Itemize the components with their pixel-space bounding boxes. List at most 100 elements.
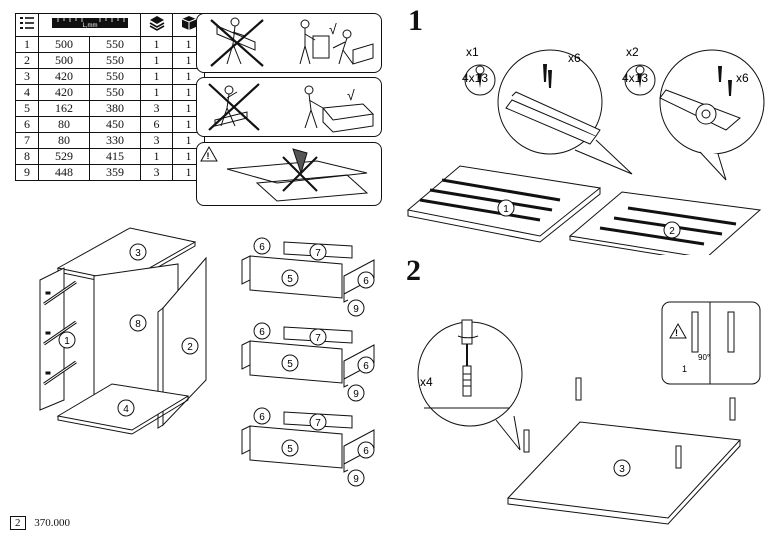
drawer-part-label: 6 [253, 322, 271, 340]
table-cell-part: 3 [15, 68, 39, 85]
svg-text:1: 1 [503, 204, 509, 215]
angle-label: 90° [698, 353, 710, 362]
svg-text:6: 6 [259, 327, 265, 338]
table-cell-length: 80 [38, 132, 90, 149]
svg-text:8: 8 [135, 319, 141, 330]
impact-illustration: √ [208, 83, 375, 133]
svg-text:7: 7 [315, 418, 321, 429]
table-cell-part: 5 [15, 100, 39, 117]
svg-text:6: 6 [259, 412, 265, 423]
step-1-number: 1 [408, 4, 423, 37]
svg-text:6: 6 [363, 276, 369, 287]
screw-right-count: x2 [626, 45, 639, 59]
table-cell-width: 380 [89, 100, 141, 117]
layers-icon [140, 13, 173, 37]
parts-table-header: L,mm [15, 13, 205, 37]
cabinet-exploded-view: 3 1 8 2 4 [39, 227, 207, 435]
svg-text:2: 2 [669, 226, 675, 237]
table-cell-part: 8 [15, 148, 39, 165]
table-cell-qty-per-pack: 1 [140, 84, 173, 101]
screw-right-detail-count: x6 [736, 71, 749, 85]
table-cell-qty-per-pack: 3 [140, 132, 173, 149]
svg-text:3: 3 [619, 464, 625, 475]
svg-text:5: 5 [287, 444, 293, 455]
floor-protection-illustration: ! [200, 145, 369, 202]
table-cell-width: 550 [89, 52, 141, 69]
drawer-part-label: 6 [357, 356, 375, 374]
warning-box-floor: ! [196, 142, 382, 206]
step-1-illustration: x1 4x13 x6 x2 4x13 x6 1 2 [406, 45, 765, 255]
table-cell-qty-per-pack: 1 [140, 52, 173, 69]
svg-text:2: 2 [187, 342, 193, 353]
table-cell-part: 1 [15, 36, 39, 53]
svg-text:6: 6 [363, 446, 369, 457]
detail-one-label: 1 [682, 364, 687, 374]
screw-left-size: 4x13 [462, 71, 488, 85]
screw-callout-right: x2 4x13 x6 [622, 45, 749, 96]
screw-icon [635, 65, 645, 88]
drawers-exploded-view: 6 7 5 6 9 6 7 5 6 9 6 7 5 6 9 [241, 237, 375, 487]
drawer-part-label: 9 [347, 299, 365, 317]
table-cell-part: 6 [15, 116, 39, 133]
page-number: 2 [10, 516, 26, 530]
drawer-part-label: 6 [357, 441, 375, 459]
step-2-number: 2 [406, 254, 421, 287]
table-cell-part: 2 [15, 52, 39, 69]
drawer-part-label: 6 [253, 237, 271, 255]
panel-label-1: 1 [497, 199, 515, 217]
part-label-1: 1 [58, 331, 76, 349]
drawer-part-label: 5 [281, 439, 299, 457]
lifting-illustration: √ [210, 17, 374, 67]
page-footer: 2 370.000 [10, 516, 70, 530]
table-cell-length: 80 [38, 116, 90, 133]
svg-text:9: 9 [353, 304, 359, 315]
table-cell-length: 500 [38, 36, 90, 53]
caution-triangle-icon [200, 145, 218, 162]
table-cell-part: 7 [15, 132, 39, 149]
svg-text:9: 9 [353, 474, 359, 485]
drawer-part-label: 5 [281, 269, 299, 287]
svg-text:7: 7 [315, 333, 321, 344]
svg-text:3: 3 [135, 248, 141, 259]
table-cell-part: 4 [15, 84, 39, 101]
table-cell-qty-per-pack: 3 [140, 100, 173, 117]
svg-text:7: 7 [315, 248, 321, 259]
dowel-count: x4 [420, 375, 433, 389]
drawer-part-label: 6 [253, 407, 271, 425]
svg-text:5: 5 [287, 359, 293, 370]
model-number: 370.000 [34, 517, 70, 529]
part-label-4: 4 [117, 399, 135, 417]
screw-right-size: 4x13 [622, 71, 648, 85]
svg-text:6: 6 [363, 361, 369, 372]
svg-text:6: 6 [259, 242, 265, 253]
drawer-part-label: 7 [309, 413, 327, 431]
table-cell-width: 550 [89, 84, 141, 101]
screw-callout-left: x1 4x13 x6 [462, 45, 581, 96]
warning-box-lifting: √ [196, 13, 382, 73]
drawer-part-label: 9 [347, 384, 365, 402]
list-numbers-icon [15, 13, 39, 37]
table-cell-length: 420 [38, 68, 90, 85]
caution-symbol: ! [207, 151, 210, 161]
table-cell-width: 450 [89, 116, 141, 133]
caution-symbol-2: ! [675, 328, 678, 338]
table-cell-width: 330 [89, 132, 141, 149]
table-cell-qty-per-pack: 1 [140, 68, 173, 85]
svg-text:5: 5 [287, 274, 293, 285]
panel-label-3: 3 [613, 459, 631, 477]
svg-text:4: 4 [123, 404, 129, 415]
table-cell-width: 415 [89, 148, 141, 165]
table-cell-qty-per-pack: 3 [140, 164, 173, 181]
drawer-part-label: 5 [281, 354, 299, 372]
panel-label-2: 2 [663, 221, 681, 239]
table-cell-length: 529 [38, 148, 90, 165]
table-cell-length: 448 [38, 164, 90, 181]
part-label-8: 8 [129, 314, 147, 332]
